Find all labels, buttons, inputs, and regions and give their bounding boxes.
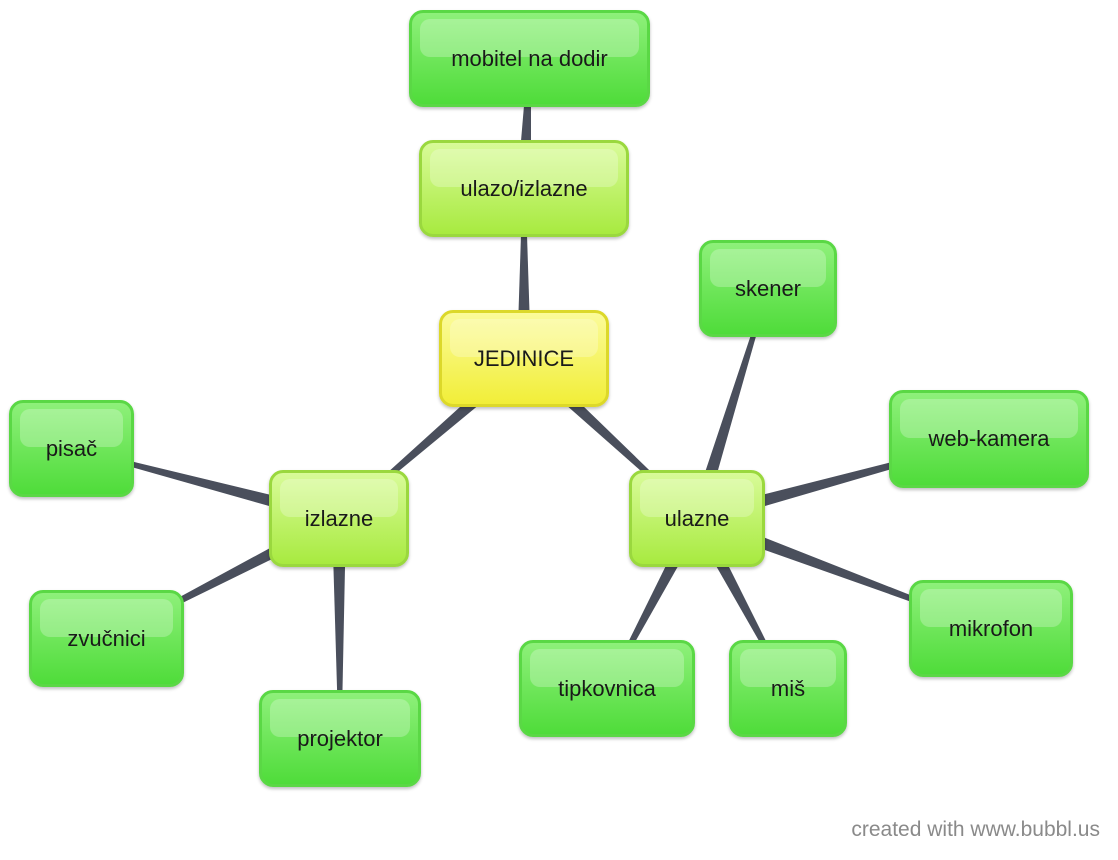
edge-output-projektor <box>332 518 346 739</box>
node-ulazo-izlazne[interactable]: ulazo/izlazne <box>419 140 629 237</box>
node-tipkovnica[interactable]: tipkovnica <box>519 640 695 737</box>
node-zvucnici[interactable]: zvučnici <box>29 590 184 687</box>
node-web-kamera[interactable]: web-kamera <box>889 390 1089 488</box>
node-label: web-kamera <box>928 426 1050 451</box>
node-label: JEDINICE <box>473 345 575 371</box>
node-label: ulazo/izlazne <box>460 175 588 201</box>
node-skener[interactable]: skener <box>699 240 837 337</box>
node-mobitel-na-dodir[interactable]: mobitel na dodir <box>409 10 650 107</box>
node-label: zvučnici <box>67 625 146 651</box>
node-izlazne[interactable]: izlazne <box>269 470 409 567</box>
node-mikrofon[interactable]: mikrofon <box>909 580 1073 677</box>
node-jedinice[interactable]: JEDINICE <box>439 310 609 407</box>
credit-text: created with www.bubbl.us <box>851 818 1100 841</box>
node-label: ulazne <box>664 505 730 531</box>
edge-input-skener <box>690 288 770 521</box>
node-label: tipkovnica <box>558 675 656 701</box>
node-label: skener <box>734 275 802 301</box>
node-label: mobitel na dodir <box>451 45 608 71</box>
node-mis[interactable]: miš <box>729 640 847 737</box>
node-label: projektor <box>297 725 383 751</box>
node-pisac[interactable]: pisač <box>9 400 134 497</box>
node-label: pisač <box>45 435 98 461</box>
node-projektor[interactable]: projektor <box>259 690 421 787</box>
node-ulazne[interactable]: ulazne <box>629 470 765 567</box>
node-label: miš <box>770 675 806 701</box>
node-label: izlazne <box>304 505 374 531</box>
node-label: mikrofon <box>948 615 1034 641</box>
